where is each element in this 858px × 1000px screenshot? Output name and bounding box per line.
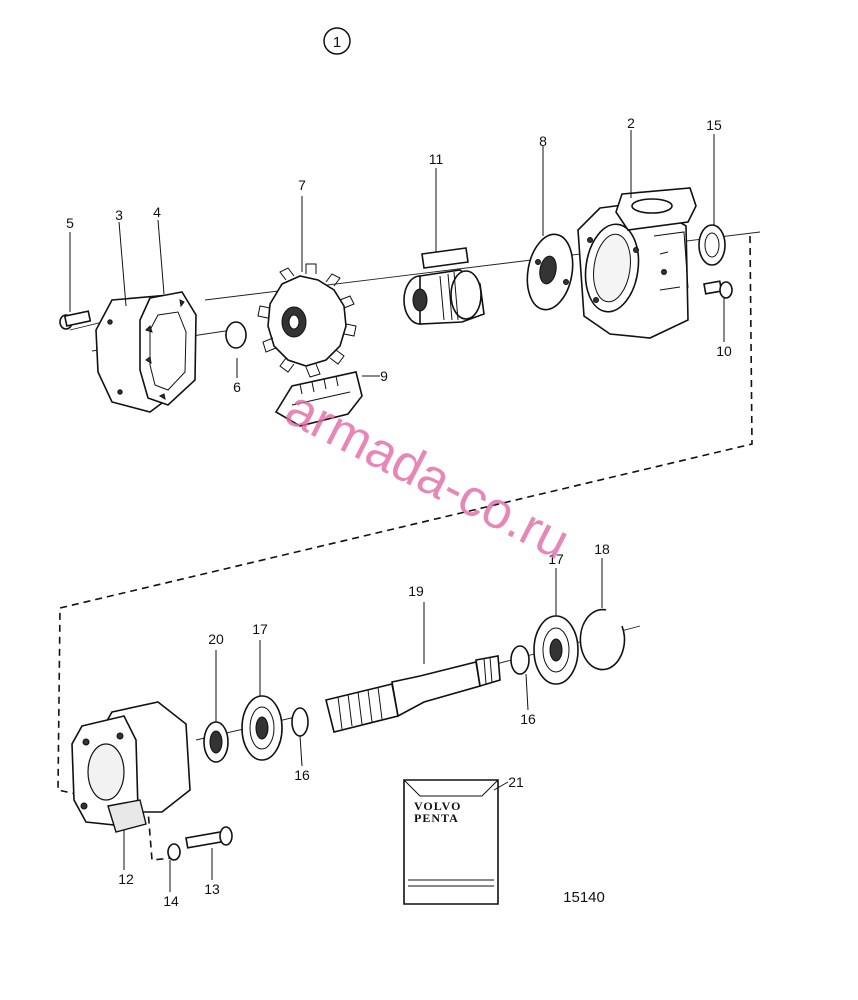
watermark-text: armada-co.ru [277, 379, 579, 571]
ball-bearing-part-17-left [241, 695, 283, 761]
label-part-18: 18 [594, 541, 610, 557]
label-part-20: 20 [208, 631, 224, 647]
label-part-17-right: 17 [548, 551, 564, 567]
plug-part-10 [703, 280, 733, 299]
label-part-8: 8 [539, 133, 547, 149]
label-part-19: 19 [408, 583, 424, 599]
label-part-10: 10 [716, 343, 732, 359]
pump-housing-part-2 [577, 187, 697, 339]
label-part-17-left: 17 [252, 621, 268, 637]
ball-bearing-part-17-right [533, 615, 579, 685]
label-part-12: 12 [118, 871, 134, 887]
gasket-part-4 [139, 291, 197, 406]
service-kit-envelope-part-21: VOLVO PENTA [403, 779, 499, 905]
label-part-16-left: 16 [294, 767, 310, 783]
label-part-3: 3 [115, 207, 123, 223]
label-part-21: 21 [508, 774, 524, 790]
seal-ring-part-20 [203, 721, 229, 763]
label-part-7: 7 [298, 177, 306, 193]
washer-part-15 [698, 224, 726, 266]
label-part-2: 2 [627, 115, 635, 131]
catalog-number: 15140 [563, 889, 605, 906]
label-part-5: 5 [66, 215, 74, 231]
figure-number: 1 [333, 34, 341, 51]
kit-brand-line2: PENTA [414, 811, 459, 825]
snap-ring-part-18 [579, 608, 626, 671]
bearing-housing-part-12 [71, 701, 191, 833]
wear-plate-part-9 [274, 371, 363, 427]
cam-plate-part-8 [526, 233, 574, 311]
label-part-4: 4 [153, 204, 161, 220]
label-part-16-right: 16 [520, 711, 536, 727]
label-part-6: 6 [233, 379, 241, 395]
label-part-9: 9 [380, 368, 388, 384]
washer-part-14 [167, 843, 181, 861]
impeller-part-7 [257, 263, 357, 378]
seal-part-11 [403, 247, 485, 325]
circlip-part-16-right [510, 645, 530, 675]
label-part-13: 13 [204, 881, 220, 897]
o-ring-part-6 [225, 321, 247, 349]
label-part-14: 14 [163, 893, 179, 909]
label-part-15: 15 [706, 117, 722, 133]
screw-part-5 [59, 310, 92, 330]
bolt-part-13 [185, 826, 233, 849]
shaft-part-19 [325, 655, 501, 733]
figure-number-badge: 1 [323, 27, 351, 55]
leader-lines [69, 130, 725, 892]
circlip-part-16-left [291, 707, 309, 737]
assembly-connector-dashed [57, 235, 753, 861]
label-part-11: 11 [429, 151, 444, 167]
kit-brand-line1: VOLVO [414, 799, 461, 813]
